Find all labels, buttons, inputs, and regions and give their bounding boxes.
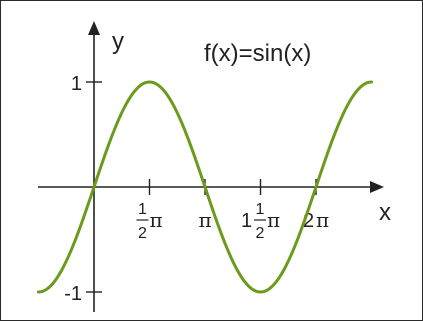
x-tick-label: 1 2π	[136, 201, 163, 242]
x-tick-whole: 2	[303, 210, 314, 232]
x-tick-pi-symbol: π	[316, 208, 329, 232]
x-tick-pi-symbol: π	[199, 208, 212, 232]
x-axis-arrow-icon	[370, 181, 384, 193]
x-tick-denominator: 2	[256, 225, 265, 242]
x-tick-label: π	[199, 208, 212, 232]
x-tick-numerator: 1	[256, 201, 265, 218]
y-tick-label: -1	[64, 283, 82, 305]
x-tick-denominator: 2	[138, 225, 147, 242]
chart-title: f(x)=sin(x)	[204, 40, 311, 67]
sine-curve	[37, 80, 373, 294]
y-axis-label: y	[112, 28, 124, 55]
x-tick-pi-symbol: π	[267, 208, 280, 232]
y-tick-label: 1	[71, 73, 82, 95]
y-axis-arrow-icon	[88, 21, 100, 35]
x-tick-numerator: 1	[138, 201, 147, 218]
x-tick-whole: 1	[241, 210, 252, 232]
x-tick-pi-symbol: π	[150, 208, 163, 232]
x-axis-label: x	[379, 199, 391, 226]
